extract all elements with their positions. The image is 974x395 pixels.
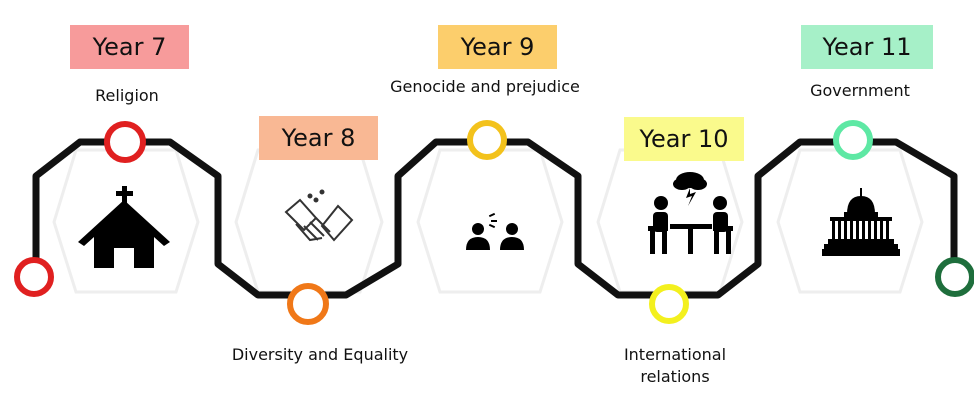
year-9-topic: Genocide and prejudice	[390, 77, 580, 96]
hexagon-3	[416, 148, 564, 294]
year-11-topic: Government	[810, 81, 910, 100]
year-8-label: Year 8	[281, 124, 356, 152]
year-7-badge: Year 7	[70, 25, 189, 69]
church-icon	[78, 186, 170, 268]
year-7-topic: Religion	[95, 86, 159, 105]
year-11-badge: Year 11	[801, 25, 933, 69]
ring-year-8	[287, 283, 329, 325]
end-ring	[935, 257, 974, 297]
start-ring	[14, 257, 54, 297]
hexagon-2	[234, 148, 384, 294]
year-10-badge: Year 10	[624, 117, 744, 161]
year-7-label: Year 7	[92, 33, 167, 61]
debate-table-icon	[648, 172, 733, 254]
year-8-topic: Diversity and Equality	[231, 345, 409, 364]
year-10-label: Year 10	[639, 125, 729, 153]
ring-year-10	[649, 284, 689, 324]
milestone-rings	[14, 120, 974, 325]
hexagon-backgrounds	[52, 148, 924, 294]
year-10-topic: International relations	[590, 344, 760, 388]
hexagon-5	[776, 148, 924, 294]
capitol-building-icon	[822, 188, 900, 256]
timeline-connector-line	[32, 138, 958, 299]
ring-year-11	[833, 120, 873, 160]
year-10-topic-line-2: relations	[640, 367, 710, 386]
year-11-label: Year 11	[822, 33, 912, 61]
conversation-icon	[466, 212, 524, 250]
year-9-badge: Year 9	[438, 25, 557, 69]
handshake-icon	[284, 189, 354, 242]
year-8-badge: Year 8	[259, 116, 378, 160]
year-10-topic-line-1: International	[623, 345, 727, 364]
year-9-label: Year 9	[460, 33, 535, 61]
ring-year-7	[104, 121, 146, 163]
ring-year-9	[467, 120, 507, 160]
